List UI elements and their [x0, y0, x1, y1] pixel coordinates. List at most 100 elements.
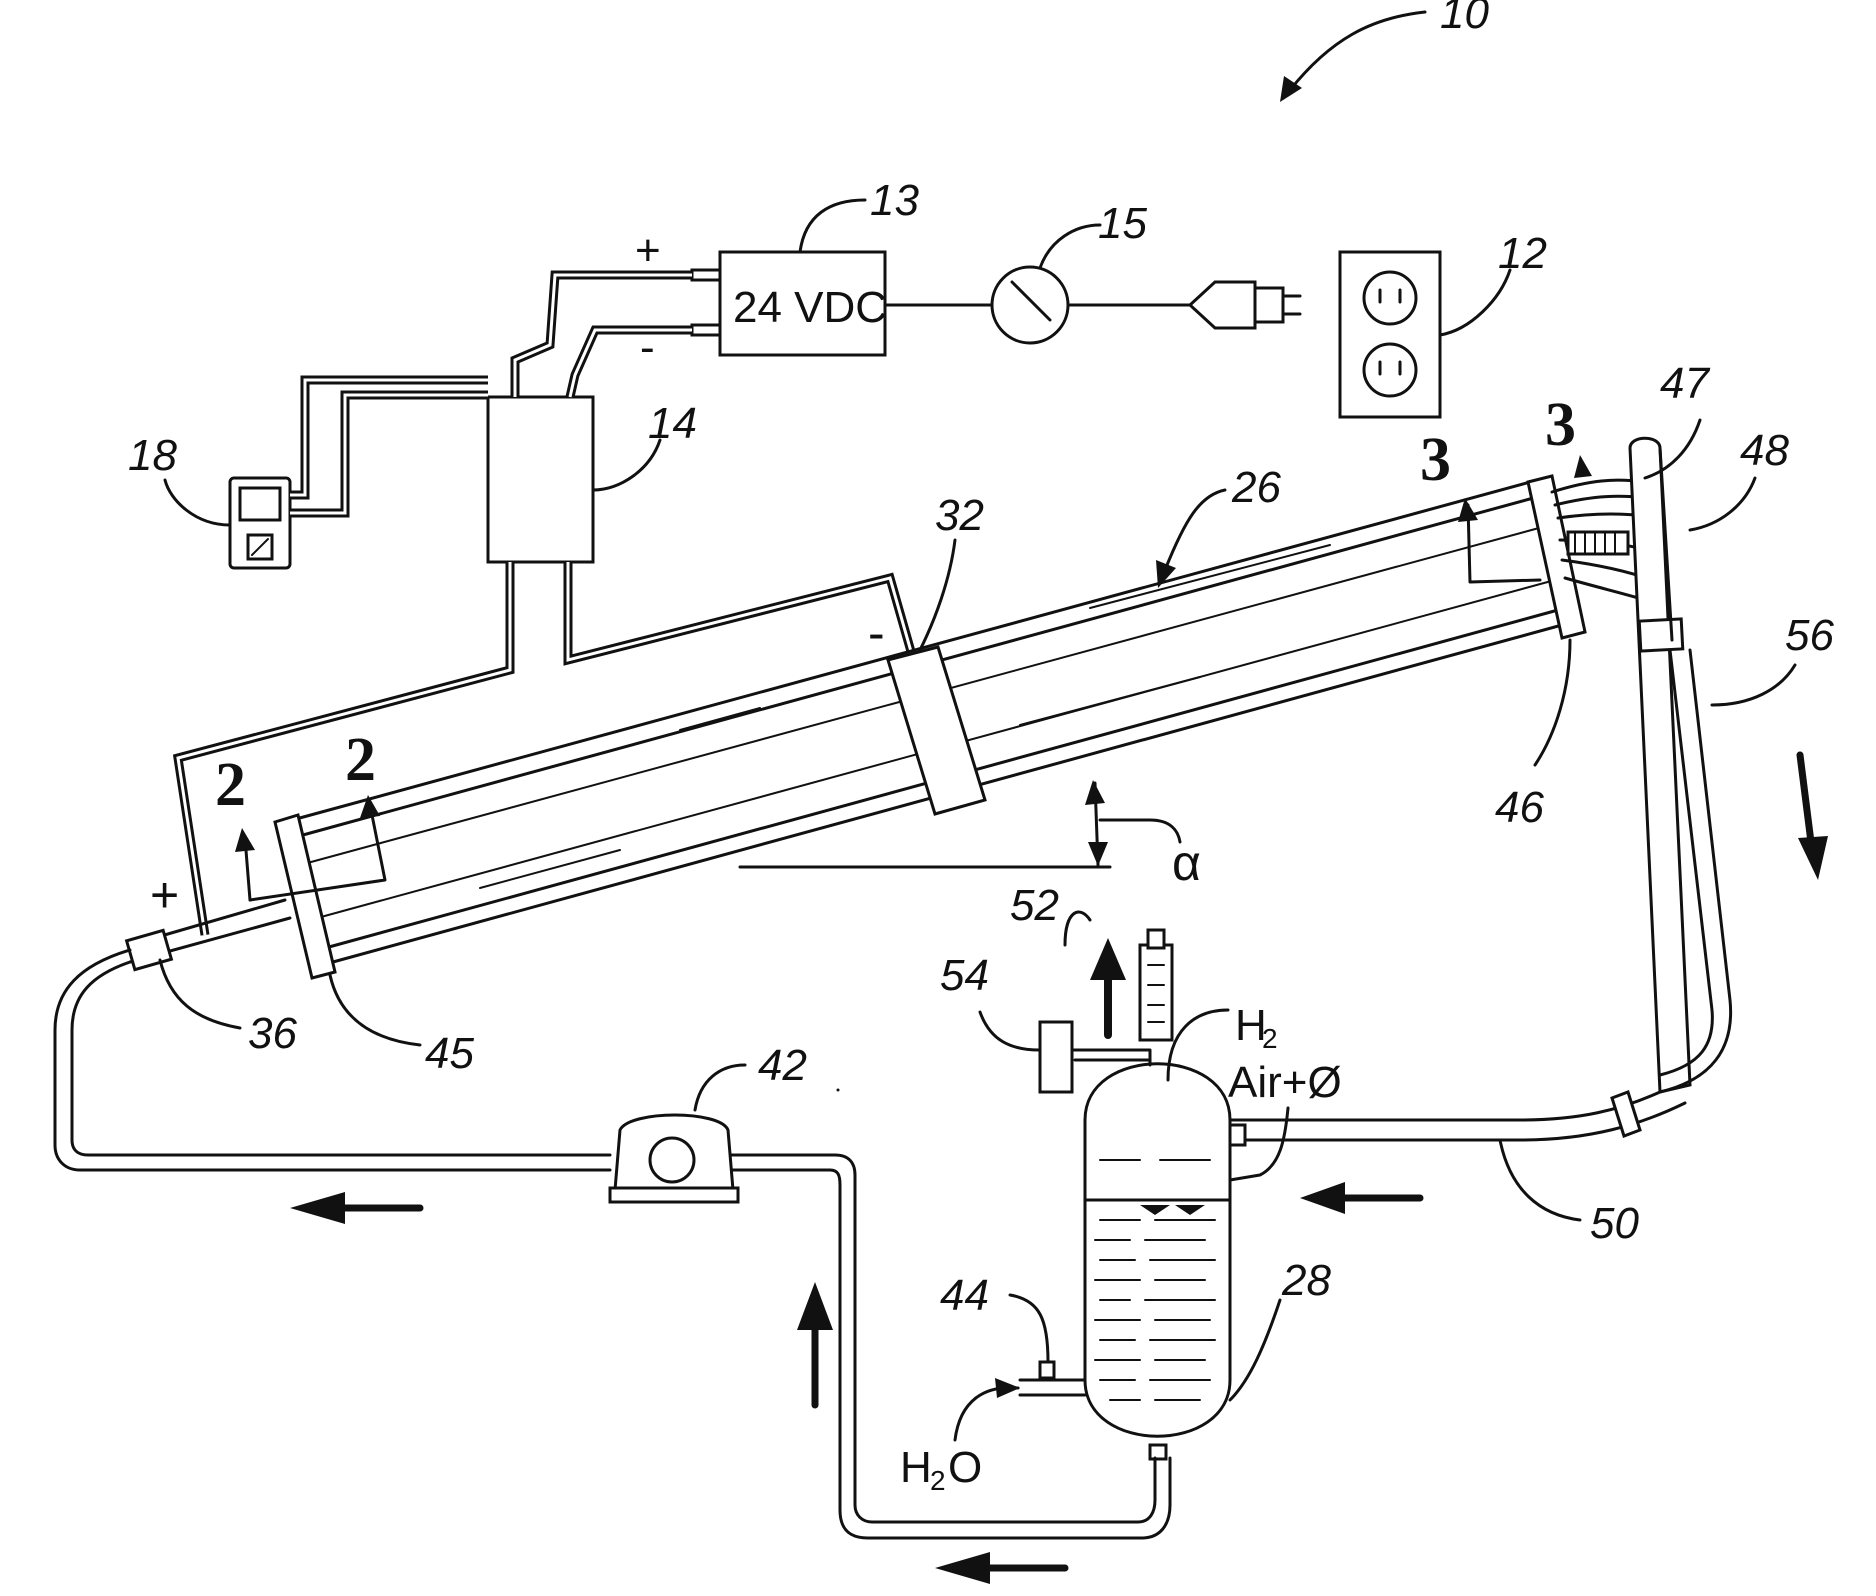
power-supply-label: 24 VDC — [733, 283, 887, 332]
ref-56: 56 — [1785, 611, 1834, 660]
minus-terminal — [692, 325, 720, 335]
ref-26-leader — [1165, 490, 1225, 570]
flow-arrow-left-bottom — [290, 1192, 420, 1224]
display-screen — [240, 488, 280, 520]
section-2-left: 2 — [215, 751, 246, 819]
ref-54: 54 — [940, 951, 989, 1000]
alpha-label: α — [1172, 835, 1201, 891]
relief-valve-52 — [1140, 945, 1172, 1040]
ref-46: 46 — [1495, 783, 1544, 832]
switch-15: 15 — [992, 199, 1147, 343]
tank-drain — [1150, 1445, 1166, 1459]
ref-50: 50 — [1590, 1199, 1639, 1248]
ref-36: 36 — [248, 1009, 297, 1058]
controller-14: 14 — [488, 397, 697, 562]
ref-15: 15 — [1098, 199, 1147, 248]
air-label: Air+Ø — [1228, 1058, 1342, 1107]
ref-45: 45 — [425, 1029, 474, 1078]
power-plug — [1190, 282, 1300, 328]
ref-13-leader — [800, 200, 865, 252]
switch-circle — [992, 267, 1068, 343]
ref-26: 26 — [1231, 463, 1281, 512]
supply-controller-wires — [515, 275, 692, 397]
ref-50-leader — [1500, 1140, 1580, 1220]
outlet-socket-lower — [1364, 344, 1416, 396]
ref-15-leader — [1040, 225, 1100, 268]
flow-arrow-up — [797, 1282, 833, 1405]
section-2-right: 2 — [345, 726, 376, 794]
negative-lead — [568, 562, 912, 660]
section-3-right: 3 — [1545, 391, 1576, 459]
h2-subscript: 2 — [1262, 1023, 1278, 1054]
ref-10-leader — [1290, 12, 1425, 90]
ref-52: 52 — [1010, 881, 1059, 930]
ref-42: 42 — [758, 1041, 807, 1090]
tank-inlet-nozzle — [1230, 1125, 1245, 1145]
outlet-socket-upper — [1364, 272, 1416, 324]
controller-box — [488, 397, 593, 562]
ref-10: 10 — [1440, 0, 1489, 38]
riser-48 — [1630, 438, 1690, 1092]
wall-outlet-12: 12 — [1340, 229, 1547, 417]
ref-46-leader — [1535, 640, 1570, 765]
end-cap-45 — [275, 815, 335, 978]
ref-56-leader — [1712, 665, 1795, 705]
negative-sign: - — [868, 605, 885, 661]
plug-head — [1255, 288, 1283, 322]
plus-terminal-sign: + — [635, 226, 661, 275]
plug-prongs — [1283, 296, 1300, 314]
ref-32: 32 — [935, 491, 984, 540]
ref-45-leader — [330, 975, 420, 1045]
ref-18-leader — [165, 480, 230, 525]
water-o: O — [948, 1443, 982, 1492]
ref-12: 12 — [1498, 229, 1547, 278]
water-subscript: 2 — [930, 1465, 946, 1496]
flow-arrow-down — [1798, 755, 1828, 880]
ref-18: 18 — [128, 431, 177, 480]
display-18: 18 — [128, 380, 488, 568]
ref-12-leader — [1440, 270, 1510, 335]
plus-terminal — [692, 270, 720, 280]
riser-coupling — [1639, 619, 1683, 651]
ref-32-leader — [920, 540, 955, 650]
supply-line-and-pump: 42 — [55, 950, 1170, 1538]
display-wire-2 — [290, 395, 488, 513]
plus-wire — [515, 275, 692, 397]
ref-14: 14 — [648, 399, 697, 448]
pump-42-base — [610, 1188, 738, 1202]
ref-36-leader — [160, 960, 240, 1028]
section-3-left: 3 — [1420, 426, 1451, 494]
ref-54-leader — [980, 1012, 1040, 1050]
ref-52-leader — [1065, 912, 1090, 945]
water-inlet-leader — [955, 1388, 1018, 1440]
positive-sign: + — [150, 867, 179, 923]
tube-top-edge — [285, 478, 1545, 822]
ref-47: 47 — [1660, 359, 1710, 408]
separator-tank-28: H 2 Air+Ø 28 54 52 44 H 2 O — [900, 881, 1342, 1496]
system-reference-group: 10 — [1280, 0, 1489, 102]
electrode-terminal-36 — [127, 930, 172, 969]
ref-42-leader — [695, 1065, 745, 1110]
ref-13: 13 — [870, 176, 919, 225]
pump-42-rotor — [650, 1138, 694, 1182]
ref-48-leader — [1690, 478, 1755, 530]
controller-electrode-wiring: - + — [150, 562, 912, 935]
ref-28-leader — [1230, 1300, 1280, 1400]
water-inlet — [1020, 1380, 1085, 1395]
return-line-50: 50 — [1230, 1092, 1685, 1248]
inlet-fitting-44 — [1040, 1362, 1054, 1378]
outlet-manifold: 47 48 56 46 — [1495, 359, 1834, 1092]
ref-44-leader — [1010, 1295, 1048, 1362]
pressure-valve-54 — [1040, 1022, 1072, 1092]
flow-arrow-left-base — [935, 1552, 1065, 1584]
plug-body — [1190, 282, 1255, 328]
flow-arrow-left-right-side — [1300, 1182, 1420, 1214]
screen-element — [1568, 532, 1628, 554]
ref-28: 28 — [1281, 1256, 1331, 1305]
water-h: H — [900, 1443, 932, 1492]
alpha-leader — [1100, 820, 1180, 842]
ref-48: 48 — [1740, 426, 1789, 475]
ref-44: 44 — [940, 1271, 989, 1320]
